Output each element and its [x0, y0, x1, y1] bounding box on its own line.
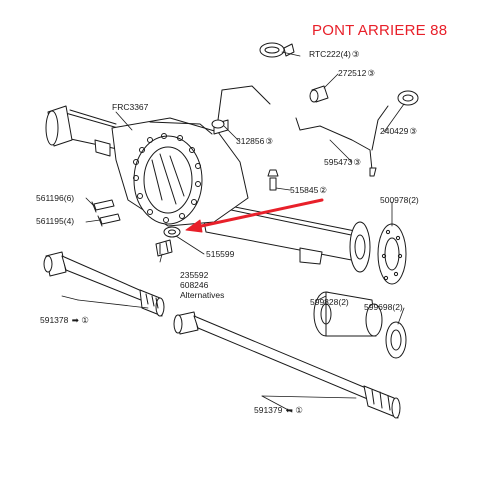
label-591379: 591379 ⬅ ①: [254, 405, 303, 415]
leader-lines: [61, 51, 405, 413]
axle-housing: [45, 105, 371, 273]
label-515845-ref: ②: [319, 185, 327, 195]
label-591378-ref: ➡ ①: [71, 315, 89, 325]
label-515845-part: 515845: [290, 185, 319, 195]
label-235592: 235592: [180, 270, 209, 280]
hose-clip-top: [259, 42, 295, 58]
page-title: PONT ARRIERE 88: [312, 22, 448, 39]
label-599828: 599828(2): [310, 297, 349, 307]
label-rtc222-part: RTC222(4): [309, 49, 351, 59]
label-515599: 515599: [206, 249, 235, 259]
label-591379-ref: ⬅ ①: [285, 405, 303, 415]
label-312856: 312856③: [236, 136, 273, 146]
label-591378: 591378 ➡ ①: [40, 315, 89, 325]
half-shaft-591379: [173, 311, 401, 419]
label-alternatives: Alternatives: [180, 290, 225, 300]
label-595473: 595473③: [324, 157, 361, 167]
oil-seal-599698: [385, 321, 407, 359]
label-500978: 500978(2): [380, 195, 419, 205]
label-595473-ref: ③: [353, 157, 361, 167]
hub-599828: [313, 291, 383, 337]
label-rtc222: RTC222(4)③: [309, 49, 360, 59]
hose-clip-right: [397, 90, 419, 106]
label-frc3367: FRC3367: [112, 102, 149, 112]
label-rtc222-ref: ③: [351, 49, 360, 59]
half-shaft-591378: [43, 251, 165, 317]
label-561196: 561196(6): [36, 193, 75, 203]
brake-pipe-left: [211, 85, 271, 135]
label-608246: 608246: [180, 280, 209, 290]
label-272512-part: 272512: [338, 68, 367, 78]
label-240429-ref: ③: [409, 126, 417, 136]
label-561195: 561195(4): [36, 216, 75, 226]
label-591378-part: 591378: [40, 315, 69, 325]
studs: [91, 199, 121, 227]
label-591379-part: 591379: [254, 405, 283, 415]
label-599698: 599698(2): [364, 302, 403, 312]
label-272512: 272512③: [338, 68, 375, 78]
union-272512: [309, 85, 329, 103]
red-pointer-arrow: [185, 198, 324, 233]
washer-and-nut: [155, 226, 181, 257]
label-595473-part: 595473: [324, 157, 353, 167]
brake-pipe-595473: [295, 105, 389, 177]
label-312856-part: 312856: [236, 136, 265, 146]
gasket-500978: [377, 223, 407, 285]
label-515845: 515845②: [290, 185, 327, 195]
label-240429-part: 240429: [380, 126, 409, 136]
label-312856-ref: ③: [265, 136, 273, 146]
label-240429: 240429③: [380, 126, 417, 136]
label-272512-ref: ③: [367, 68, 375, 78]
